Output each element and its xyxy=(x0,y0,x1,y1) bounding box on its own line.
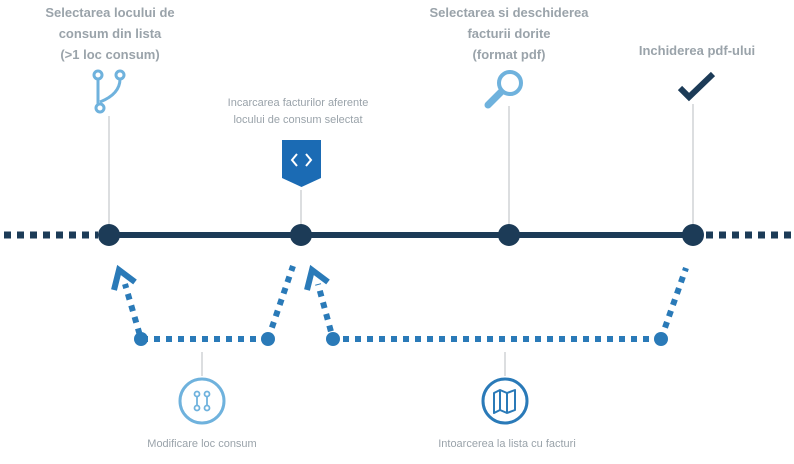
loop-return-to-list-path xyxy=(304,264,689,346)
step-label-select-location: Selectarea locului de consum din lista (… xyxy=(45,5,175,62)
timeline-node-2 xyxy=(290,224,312,246)
loop-label-change-location: Modificare loc consum xyxy=(147,438,257,450)
step-label-close-pdf: Inchiderea pdf-ului xyxy=(638,43,756,58)
timeline-node-4 xyxy=(682,224,704,246)
checkmark-icon xyxy=(677,71,716,102)
branch-circle-icon xyxy=(178,377,226,425)
step-label-open-invoices: Selectarea si deschiderea facturii dorit… xyxy=(429,5,589,62)
code-badge-icon xyxy=(282,140,321,187)
loop-label-return-to-list: Intoarcerea la lista cu facturi xyxy=(438,438,576,450)
map-circle-icon xyxy=(481,377,529,425)
step-label-load-invoices: Incarcarea facturilor aferente locului d… xyxy=(227,97,369,126)
arrowhead-up-icon xyxy=(111,264,137,291)
loop-change-location-path xyxy=(111,264,296,346)
timeline-node-1 xyxy=(98,224,120,246)
branch-icon xyxy=(92,69,126,114)
magnifier-icon xyxy=(484,70,523,109)
arrowhead-up-icon xyxy=(304,264,330,291)
timeline-node-3 xyxy=(498,224,520,246)
